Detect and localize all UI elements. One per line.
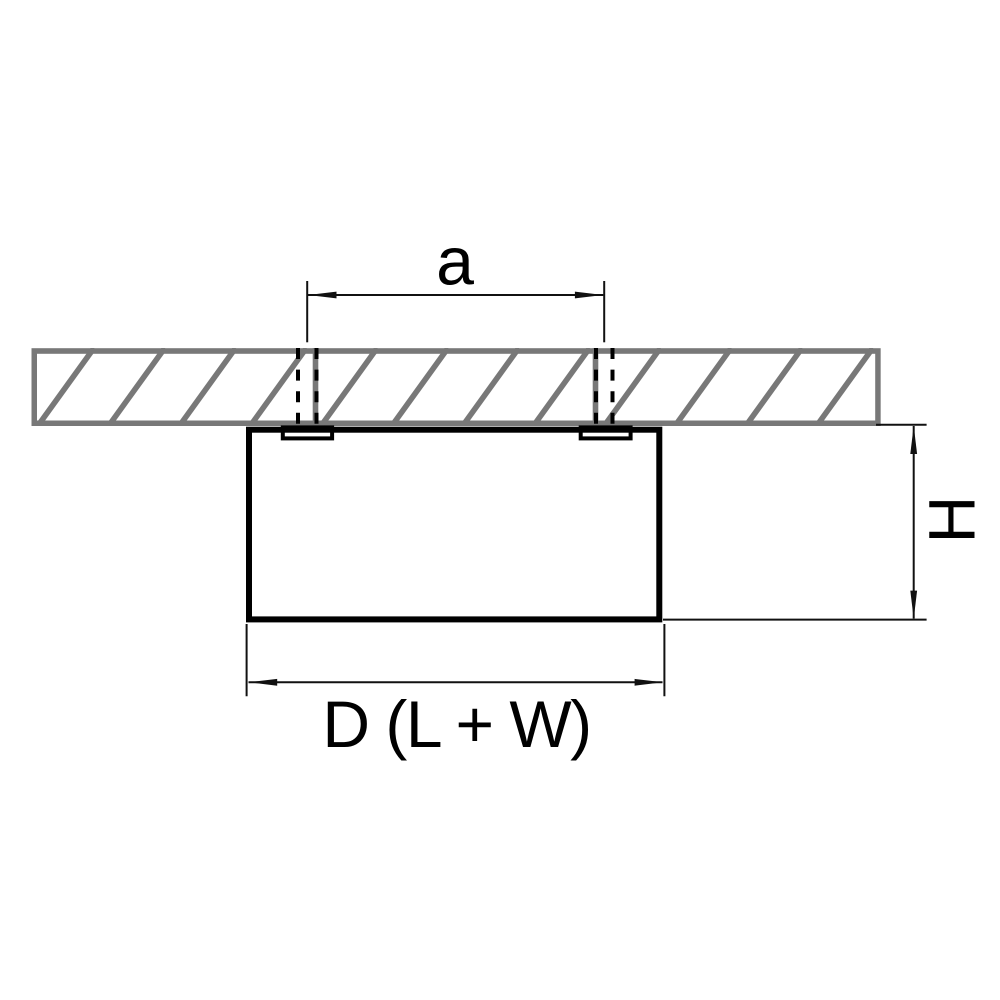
svg-text:a: a <box>436 224 474 300</box>
svg-text:D (L + W): D (L + W) <box>322 687 590 761</box>
svg-text:H: H <box>915 496 989 544</box>
